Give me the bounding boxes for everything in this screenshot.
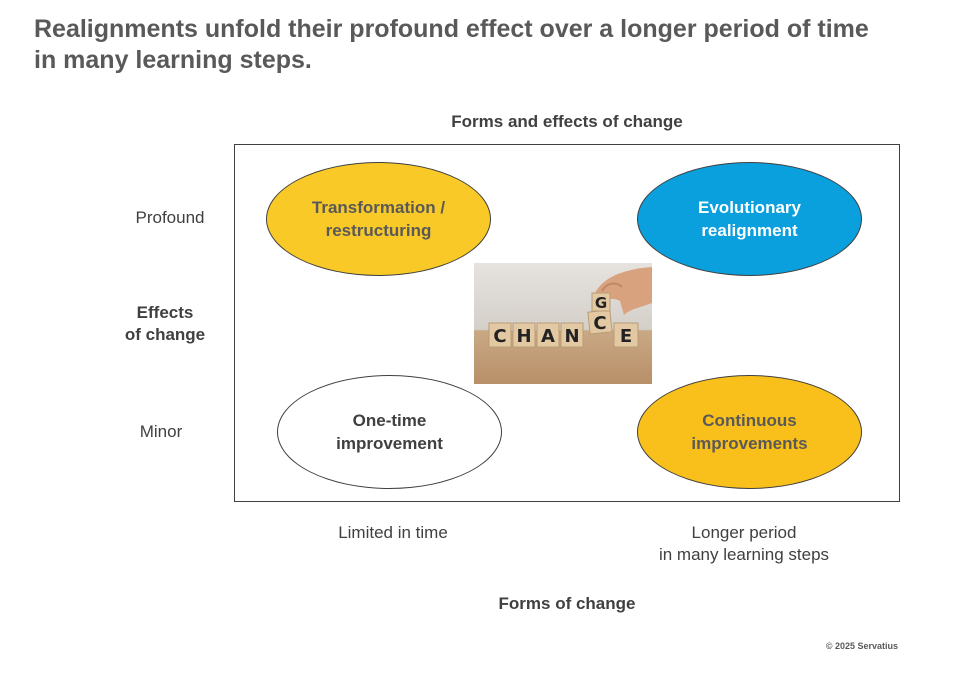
y-label-minor: Minor (139, 422, 183, 441)
cube-letter: C (493, 326, 506, 347)
quadrant-continuous-improvements: Continuous improvements (637, 375, 862, 489)
quadrant-one-time-improvement: One-time improvement (277, 375, 502, 489)
diagram-heading: Forms and effects of change (451, 112, 683, 131)
cube-letter: E (620, 326, 632, 347)
quadrant-transformation: Transformation / restructuring (266, 162, 491, 276)
cube-letter: N (564, 326, 579, 347)
x-label-longer-period: Longer period in many learning steps (658, 523, 830, 564)
copyright-notice: © 2025 Servatius (825, 641, 898, 651)
letter-cubes: C H A N C G E (488, 292, 639, 348)
quadrant-evolutionary-realignment: Evolutionary realignment (637, 162, 862, 276)
change-cubes-image: C H A N C G E (474, 263, 652, 384)
x-label-limited: Limited in time (338, 523, 448, 542)
y-label-profound: Profound (135, 208, 205, 227)
y-axis-title: Effects of change (124, 303, 206, 344)
cube-letter-flip: G (595, 294, 607, 312)
cube-letter: H (516, 326, 531, 347)
cube-letter: A (541, 326, 555, 347)
x-axis-title: Forms of change (498, 594, 636, 613)
page-title: Realignments unfold their profound effec… (34, 15, 869, 74)
cube-letter: C (593, 313, 606, 334)
